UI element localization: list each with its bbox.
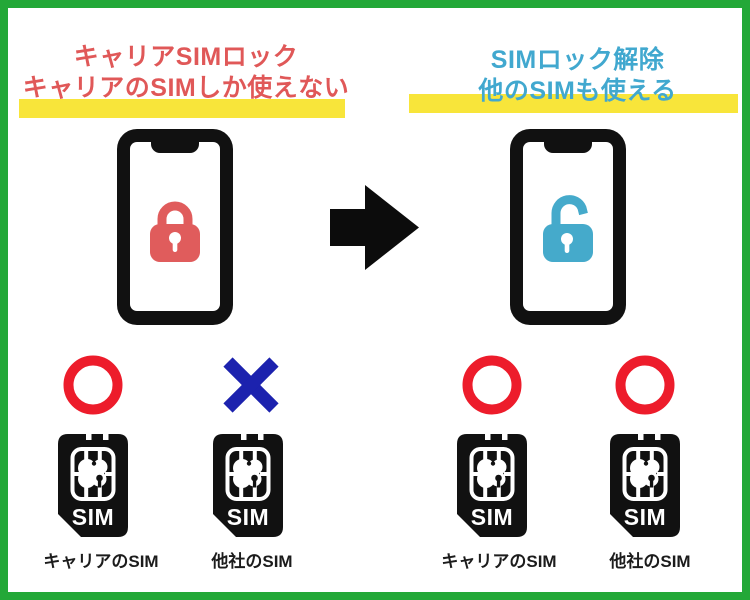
lock-open-icon — [543, 195, 593, 262]
circle-mark-icon — [615, 355, 675, 415]
sim-label-other-right: 他社のSIM — [609, 552, 691, 571]
sim-card-icon: SIM — [213, 434, 283, 537]
circle-mark-icon — [462, 355, 522, 415]
left-title-line1: キャリアSIMロック — [73, 43, 299, 71]
right-title-line1: SIMロック解除 — [490, 46, 665, 74]
sim-card-text: SIM — [471, 504, 513, 530]
arrow-right-icon — [330, 185, 419, 270]
sim-card-icon: SIM — [457, 434, 527, 537]
left-title-line2: キャリアのSIMしか使えない — [22, 74, 350, 102]
sim-card-icon: SIM — [610, 434, 680, 537]
circle-mark-icon — [63, 355, 123, 415]
sim-label-carrier-left: キャリアのSIM — [43, 552, 159, 571]
cross-mark-icon — [223, 357, 279, 413]
phone-notch — [151, 142, 199, 153]
right-title-highlight — [409, 94, 738, 113]
sim-label-carrier-right: キャリアのSIM — [441, 552, 557, 571]
sim-card-icon: SIM — [58, 434, 128, 537]
left-title-highlight — [19, 99, 345, 118]
sim-card-text: SIM — [72, 504, 114, 530]
left-panel-title: キャリアSIMロック キャリアのSIMしか使えない — [0, 42, 372, 104]
sim-card-text: SIM — [624, 504, 666, 530]
phone-notch — [544, 142, 592, 153]
sim-label-other-left: 他社のSIM — [211, 552, 293, 571]
sim-card-text: SIM — [227, 504, 269, 530]
lock-closed-icon — [150, 201, 200, 262]
right-title-line2: 他のSIMも使える — [478, 77, 677, 105]
sim-chip-blob — [477, 459, 507, 488]
right-panel-title: SIMロック解除 他のSIMも使える — [394, 45, 750, 107]
